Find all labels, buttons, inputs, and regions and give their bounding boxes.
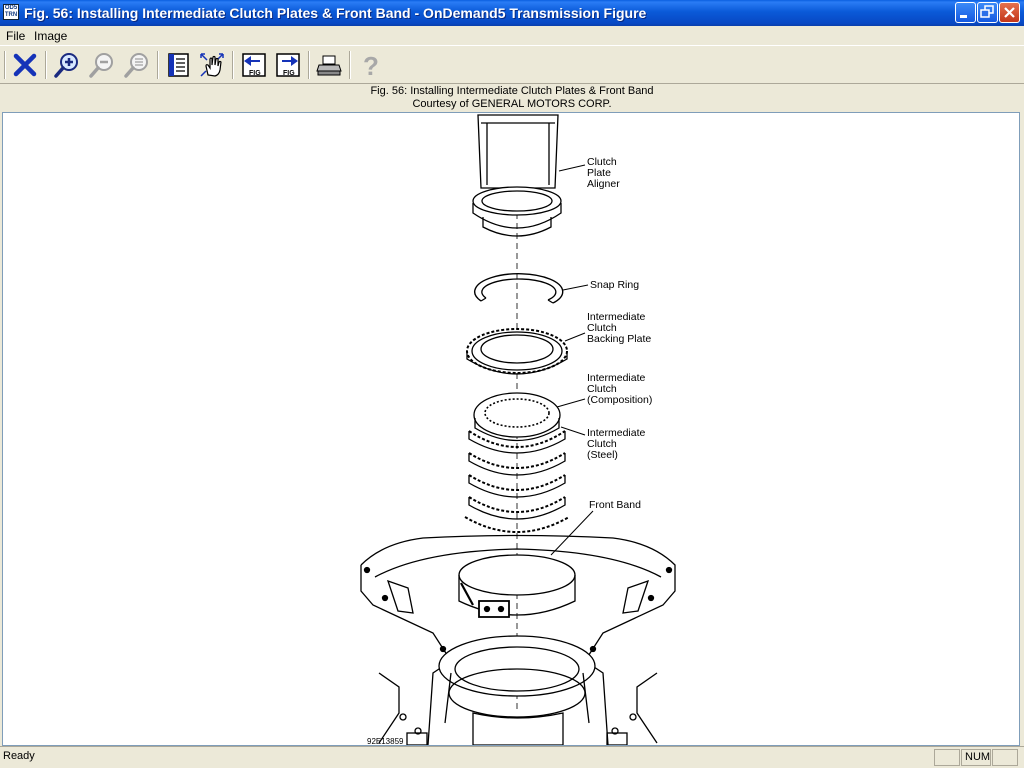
next-fig-icon: FIG: [276, 53, 300, 77]
snap-ring-leader: [562, 284, 589, 291]
status-text: Ready: [3, 750, 35, 762]
snap-ring-drawing: [474, 273, 564, 304]
zoom-out-icon: [89, 53, 113, 78]
backing-plate-drawing: [466, 328, 568, 375]
clutch-pack-drawing: [464, 392, 570, 533]
prev-fig-label: FIG: [249, 70, 261, 77]
prev-fig-icon: FIG: [242, 53, 266, 77]
app-icon[interactable]: OD5 TRN: [3, 4, 19, 20]
status-bar: Ready NUM: [0, 746, 1024, 768]
toolbar: FIG FIG ?: [0, 45, 1024, 84]
close-button[interactable]: [999, 2, 1020, 23]
front-band-drawing: [458, 554, 576, 618]
pan-button[interactable]: [197, 50, 227, 80]
question-icon: ?: [363, 51, 379, 79]
menu-bar: File Image: [0, 26, 1024, 45]
backing-plate-leader: [564, 332, 586, 342]
toolbar-separator: [45, 51, 47, 79]
toolbar-separator: [349, 51, 351, 79]
front-band-label: Front Band: [589, 499, 641, 511]
transmission-figure: Clutch Plate Aligner Snap Ring Intermedi…: [360, 114, 676, 745]
steel-label-line3: (Steel): [587, 449, 618, 461]
window-title: Fig. 56: Installing Intermediate Clutch …: [24, 5, 647, 21]
figure-canvas[interactable]: Clutch Plate Aligner Snap Ring Intermedi…: [2, 112, 1020, 746]
print-button[interactable]: [314, 50, 344, 80]
composition-label-line3: (Composition): [587, 394, 652, 406]
status-pane-caps: [934, 749, 960, 766]
toolbar-separator: [232, 51, 234, 79]
zoom-fit-icon: [124, 53, 148, 78]
steel-label: Intermediate Clutch (Steel): [587, 427, 648, 461]
title-bar[interactable]: OD5 TRN Fig. 56: Installing Intermediate…: [0, 0, 1024, 26]
aligner-label-line1: Clutch: [587, 156, 617, 168]
front-band-leader: [550, 510, 594, 556]
composition-label-line2: Clutch: [587, 383, 617, 395]
restore-button[interactable]: [977, 2, 998, 23]
menu-file[interactable]: File: [6, 29, 26, 43]
previous-figure-button[interactable]: FIG: [239, 50, 269, 80]
aligner-label-line3: Aligner: [587, 178, 620, 190]
next-fig-label: FIG: [283, 70, 295, 77]
blue-x-icon: [13, 53, 37, 77]
aligner-label: Clutch Plate Aligner: [587, 156, 620, 190]
minimize-button[interactable]: [955, 2, 976, 23]
next-figure-button[interactable]: FIG: [273, 50, 303, 80]
backing-plate-label-line1: Intermediate: [587, 311, 646, 323]
figure-caption: Fig. 56: Installing Intermediate Clutch …: [0, 84, 1024, 112]
toolbar-separator: [4, 51, 6, 79]
hand-icon: [200, 53, 224, 77]
caption-title: Fig. 56: Installing Intermediate Clutch …: [370, 85, 654, 97]
backing-plate-label-line3: Backing Plate: [587, 333, 651, 345]
aligner-label-line2: Plate: [587, 167, 611, 179]
menu-image[interactable]: Image: [34, 29, 68, 43]
composition-leader: [556, 398, 586, 408]
zoom-out-button[interactable]: [87, 50, 117, 80]
zoom-in-button[interactable]: [52, 50, 82, 80]
aligner-leader: [558, 164, 586, 172]
page-icon: [168, 53, 189, 77]
app-icon-text: OD5 TRN: [4, 5, 18, 18]
status-pane-scroll: [992, 749, 1018, 766]
snap-ring-label: Snap Ring: [590, 279, 639, 291]
zoom-in-icon: [54, 53, 78, 78]
help-button[interactable]: ?: [355, 50, 385, 80]
close-figure-button[interactable]: [10, 50, 40, 80]
backing-plate-label: Intermediate Clutch Backing Plate: [587, 311, 651, 345]
clutch-plate-aligner-drawing: [472, 114, 562, 237]
steel-leader: [560, 426, 586, 436]
zoom-fit-button[interactable]: [122, 50, 152, 80]
minimize-icon: [960, 15, 967, 18]
figure-id: 92E13859: [367, 737, 404, 745]
svg-text:?: ?: [363, 51, 379, 79]
backing-plate-label-line2: Clutch: [587, 322, 617, 334]
steel-label-line1: Intermediate: [587, 427, 646, 439]
toolbar-separator: [308, 51, 310, 79]
page-view-button[interactable]: [163, 50, 193, 80]
restore-icon: [980, 5, 994, 18]
close-icon: [1004, 7, 1015, 18]
toolbar-separator: [157, 51, 159, 79]
composition-label: Intermediate Clutch (Composition): [587, 372, 652, 406]
transmission-case-drawing: [360, 534, 676, 745]
status-pane-num: NUM: [961, 749, 991, 766]
leader-lines: [550, 164, 594, 556]
caption-courtesy: Courtesy of GENERAL MOTORS CORP.: [412, 98, 612, 110]
printer-icon: [316, 55, 342, 76]
steel-label-line2: Clutch: [587, 438, 617, 450]
composition-label-line1: Intermediate: [587, 372, 646, 384]
